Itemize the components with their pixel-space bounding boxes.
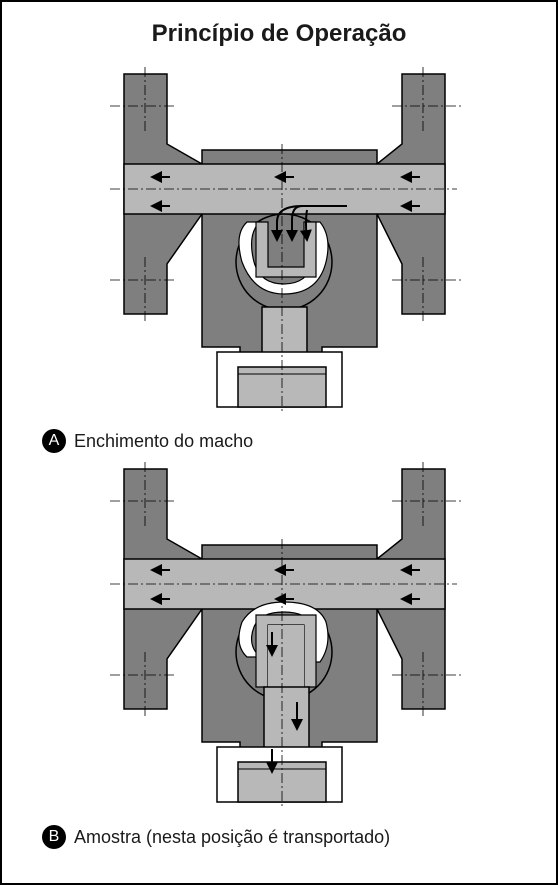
badge-b: B <box>42 825 66 849</box>
valve-diagram-sampling <box>110 462 462 807</box>
flow-arrows <box>150 171 420 242</box>
caption-b-text: Amostra (nesta posição é transportado) <box>74 826 391 847</box>
page-title: Princípio de Operação <box>151 20 407 47</box>
center-lines <box>110 67 462 412</box>
caption-b: B Amostra (nesta posição é transportado) <box>42 825 390 849</box>
flow-arrows <box>150 564 420 774</box>
center-lines <box>110 462 462 807</box>
inner-chamber <box>255 221 317 278</box>
valve-diagram-filling <box>110 67 462 412</box>
caption-a: A Enchimento do macho <box>42 429 253 453</box>
caption-a-text: Enchimento do macho <box>74 430 254 451</box>
badge-a: A <box>42 429 66 453</box>
